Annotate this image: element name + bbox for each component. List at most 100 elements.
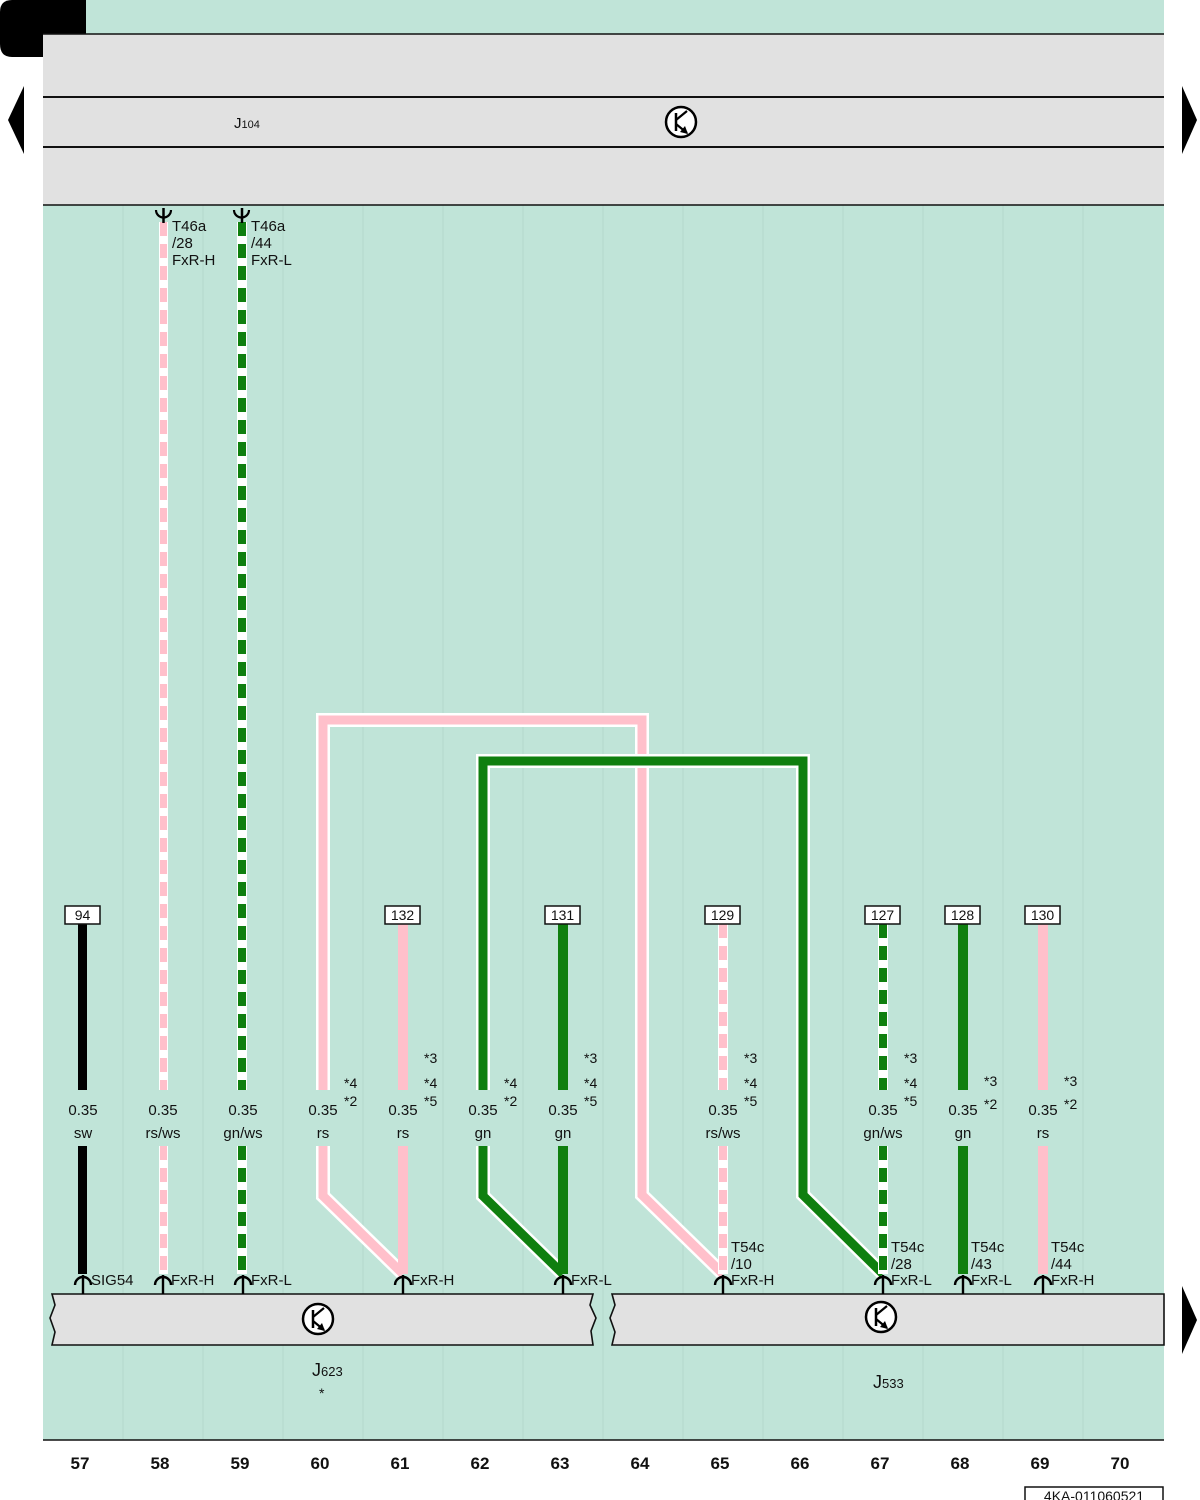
top-pin-col58 xyxy=(154,208,173,223)
color-col61: rs xyxy=(397,1125,410,1142)
svg-text:63: 63 xyxy=(551,1454,570,1473)
wire-col61 xyxy=(398,924,408,1274)
gauge-col65: 0.35 xyxy=(708,1102,737,1119)
transistor-circle-icon xyxy=(864,1300,898,1334)
svg-text:*5: *5 xyxy=(584,1093,597,1109)
ref-box-130: 130 xyxy=(1024,905,1061,925)
svg-text:FxR-L: FxR-L xyxy=(891,1272,932,1289)
svg-text:FxR-H: FxR-H xyxy=(411,1272,454,1289)
right-arrow-icon[interactable] xyxy=(1182,86,1197,154)
svg-text:T54c: T54c xyxy=(891,1239,925,1256)
svg-text:*5: *5 xyxy=(424,1093,437,1109)
color-col68: gn xyxy=(955,1125,972,1142)
gauge-col63: 0.35 xyxy=(548,1102,577,1119)
gauge-col58: 0.35 xyxy=(148,1102,177,1119)
color-col69: rs xyxy=(1037,1125,1050,1142)
svg-text:130: 130 xyxy=(1031,907,1055,923)
svg-text:62: 62 xyxy=(471,1454,490,1473)
svg-text:*3: *3 xyxy=(904,1050,917,1066)
transistor-circle-icon xyxy=(664,105,698,139)
label-j623: J623 xyxy=(312,1360,343,1380)
svg-text:*3: *3 xyxy=(984,1073,997,1089)
variant-marks: *4*2 *3*4*5 *4*2 *3*4*5 *3*4*5 *3*4*5 *3… xyxy=(344,1050,1077,1112)
svg-text:132: 132 xyxy=(391,907,415,923)
svg-text:70: 70 xyxy=(1111,1454,1130,1473)
gauge-col67: 0.35 xyxy=(868,1102,897,1119)
ref-box-132: 132 xyxy=(384,905,421,925)
transistor-circle-icon xyxy=(301,1302,335,1336)
wire-col58 xyxy=(159,222,168,1274)
color-col59: gn/ws xyxy=(223,1125,262,1142)
svg-text:*5: *5 xyxy=(744,1093,757,1109)
wire-col67 xyxy=(878,924,888,1274)
svg-text:128: 128 xyxy=(951,907,975,923)
svg-text:T54c: T54c xyxy=(731,1239,765,1256)
wire-col62-harness xyxy=(476,754,888,1280)
svg-text:FxR-H: FxR-H xyxy=(731,1272,774,1289)
svg-text:129: 129 xyxy=(711,907,735,923)
svg-text:65: 65 xyxy=(711,1454,730,1473)
footer-code: 4KA-011060521 xyxy=(1024,1486,1164,1500)
label-j104: J104 xyxy=(234,115,260,132)
top-pin-col59 xyxy=(232,208,251,223)
bottom-pins xyxy=(73,1275,1053,1294)
color-col63: gn xyxy=(555,1125,572,1142)
gauge-col59: 0.35 xyxy=(228,1102,257,1119)
svg-text:*4: *4 xyxy=(504,1075,517,1091)
svg-text:*2: *2 xyxy=(504,1093,517,1109)
svg-text:*3: *3 xyxy=(584,1050,597,1066)
wire-col59 xyxy=(237,222,247,1274)
svg-text:*4: *4 xyxy=(344,1075,357,1091)
wire-col60-harness xyxy=(316,713,728,1280)
svg-text:*2: *2 xyxy=(344,1093,357,1109)
gauge-col61: 0.35 xyxy=(388,1102,417,1119)
svg-text:/44: /44 xyxy=(1051,1256,1072,1273)
svg-text:/43: /43 xyxy=(971,1256,992,1273)
wire-col65 xyxy=(718,924,728,1274)
color-col67: gn/ws xyxy=(863,1125,902,1142)
left-arrow-icon[interactable] xyxy=(8,86,24,154)
svg-text:61: 61 xyxy=(391,1454,410,1473)
svg-text:*4: *4 xyxy=(584,1075,597,1091)
svg-text:57: 57 xyxy=(71,1454,90,1473)
svg-text:58: 58 xyxy=(151,1454,170,1473)
svg-text:60: 60 xyxy=(311,1454,330,1473)
gauge-col57: 0.35 xyxy=(68,1102,97,1119)
gauge-col60: 0.35 xyxy=(308,1102,337,1119)
svg-text:59: 59 xyxy=(231,1454,250,1473)
gauge-col62: 0.35 xyxy=(468,1102,497,1119)
color-col65: rs/ws xyxy=(706,1125,741,1142)
svg-text:*3: *3 xyxy=(744,1050,757,1066)
svg-text:*3: *3 xyxy=(1064,1073,1077,1089)
svg-text:FxR-L: FxR-L xyxy=(251,1272,292,1289)
svg-text:FxR-H: FxR-H xyxy=(171,1272,214,1289)
gauge-col69: 0.35 xyxy=(1028,1102,1057,1119)
svg-text:*4: *4 xyxy=(744,1075,757,1091)
ref-box-94: 94 xyxy=(64,905,101,925)
svg-text:67: 67 xyxy=(871,1454,890,1473)
color-col60: rs xyxy=(317,1125,330,1142)
note-j623: * xyxy=(319,1385,325,1401)
wire-col68 xyxy=(958,924,968,1274)
wire-col63 xyxy=(558,924,568,1274)
svg-text:66: 66 xyxy=(791,1454,810,1473)
svg-text:*2: *2 xyxy=(984,1096,997,1112)
bottom-connectors: T54c/10 T54c/28 T54c/43 T54c/44 xyxy=(731,1239,1085,1273)
svg-text:/10: /10 xyxy=(731,1256,752,1273)
continue-arrow-icon[interactable] xyxy=(1182,1286,1197,1354)
ref-box-128: 128 xyxy=(944,905,981,925)
svg-text:T54c: T54c xyxy=(1051,1239,1085,1256)
ref-box-131: 131 xyxy=(544,905,581,925)
svg-text:*4: *4 xyxy=(424,1075,437,1091)
wire-col57 xyxy=(78,924,87,1274)
svg-text:T54c: T54c xyxy=(971,1239,1005,1256)
label-j533: J533 xyxy=(873,1372,904,1392)
svg-text:*2: *2 xyxy=(1064,1096,1077,1112)
gauge-col68: 0.35 xyxy=(948,1102,977,1119)
ref-box-129: 129 xyxy=(704,905,741,925)
component-j104 xyxy=(43,33,1164,206)
svg-text:FxR-H: FxR-H xyxy=(1051,1272,1094,1289)
